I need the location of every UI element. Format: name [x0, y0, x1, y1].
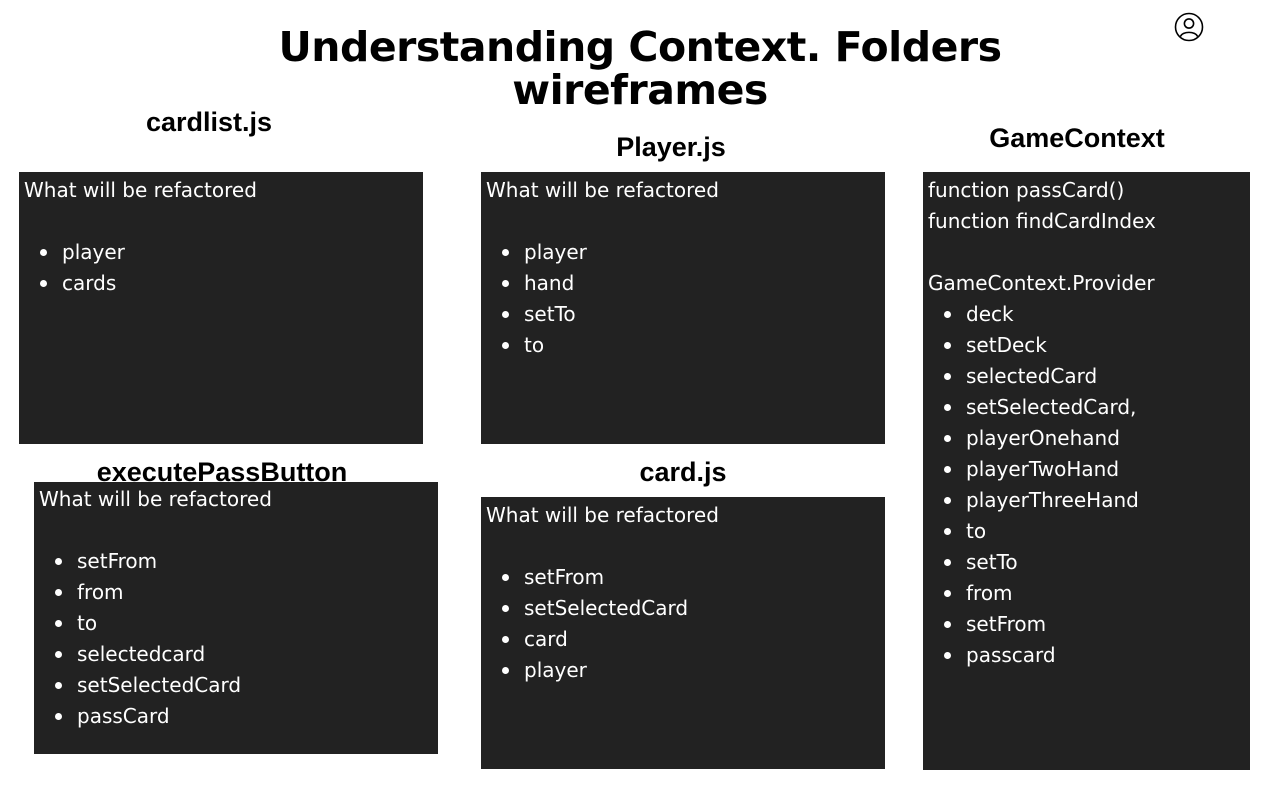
list-item: passCard	[55, 701, 438, 732]
card-list: setFrom setSelectedCard card player	[486, 562, 885, 686]
page-title-line-2: wireframes	[512, 66, 768, 114]
list-item: from	[55, 577, 438, 608]
player-heading: What will be refactored	[486, 178, 719, 202]
card-heading: What will be refactored	[486, 503, 719, 527]
list-item: setSelectedCard,	[944, 392, 1250, 423]
cardlist-list: player cards	[24, 237, 423, 299]
list-item: cards	[40, 268, 423, 299]
list-item: player	[502, 237, 885, 268]
gamecontext-line-2: function findCardIndex	[928, 209, 1156, 233]
list-item: passcard	[944, 640, 1250, 671]
gamecontext-provider: GameContext.Provider	[928, 271, 1155, 295]
executepass-list: setFrom from to selectedcard setSelected…	[39, 546, 438, 732]
gamecontext-line-1: function passCard()	[928, 178, 1125, 202]
user-circle-icon[interactable]	[1174, 12, 1204, 42]
cardlist-box: What will be refactored player cards	[19, 172, 423, 444]
page-title: Understanding Context. Folders wireframe…	[0, 26, 1280, 112]
cardlist-heading: What will be refactored	[24, 178, 257, 202]
list-item: card	[502, 624, 885, 655]
gamecontext-list: deck setDeck selectedCard setSelectedCar…	[928, 299, 1250, 671]
list-item: setFrom	[944, 609, 1250, 640]
cardlist-label: cardlist.js	[145, 107, 273, 137]
list-item: deck	[944, 299, 1250, 330]
gamecontext-box: function passCard() function findCardInd…	[923, 172, 1250, 770]
page-title-line-1: Understanding Context. Folders	[278, 23, 1002, 71]
card-label: card.js	[639, 457, 727, 487]
list-item: setTo	[502, 299, 885, 330]
list-item: to	[55, 608, 438, 639]
card-box: What will be refactored setFrom setSelec…	[481, 497, 885, 769]
list-item: setFrom	[502, 562, 885, 593]
list-item: playerOnehand	[944, 423, 1250, 454]
list-item: to	[502, 330, 885, 361]
list-item: selectedcard	[55, 639, 438, 670]
list-item: setSelectedCard	[55, 670, 438, 701]
list-item: hand	[502, 268, 885, 299]
list-item: to	[944, 516, 1250, 547]
list-item: selectedCard	[944, 361, 1250, 392]
list-item: playerTwoHand	[944, 454, 1250, 485]
executepass-heading: What will be refactored	[39, 487, 272, 511]
list-item: player	[502, 655, 885, 686]
list-item: setSelectedCard	[502, 593, 885, 624]
list-item: setDeck	[944, 330, 1250, 361]
list-item: from	[944, 578, 1250, 609]
list-item: player	[40, 237, 423, 268]
player-box: What will be refactored player hand setT…	[481, 172, 885, 444]
list-item: setFrom	[55, 546, 438, 577]
gamecontext-label: GameContext	[989, 123, 1165, 153]
player-label: Player.js	[616, 132, 726, 162]
list-item: playerThreeHand	[944, 485, 1250, 516]
executepass-box: What will be refactored setFrom from to …	[34, 482, 438, 754]
player-list: player hand setTo to	[486, 237, 885, 361]
list-item: setTo	[944, 547, 1250, 578]
